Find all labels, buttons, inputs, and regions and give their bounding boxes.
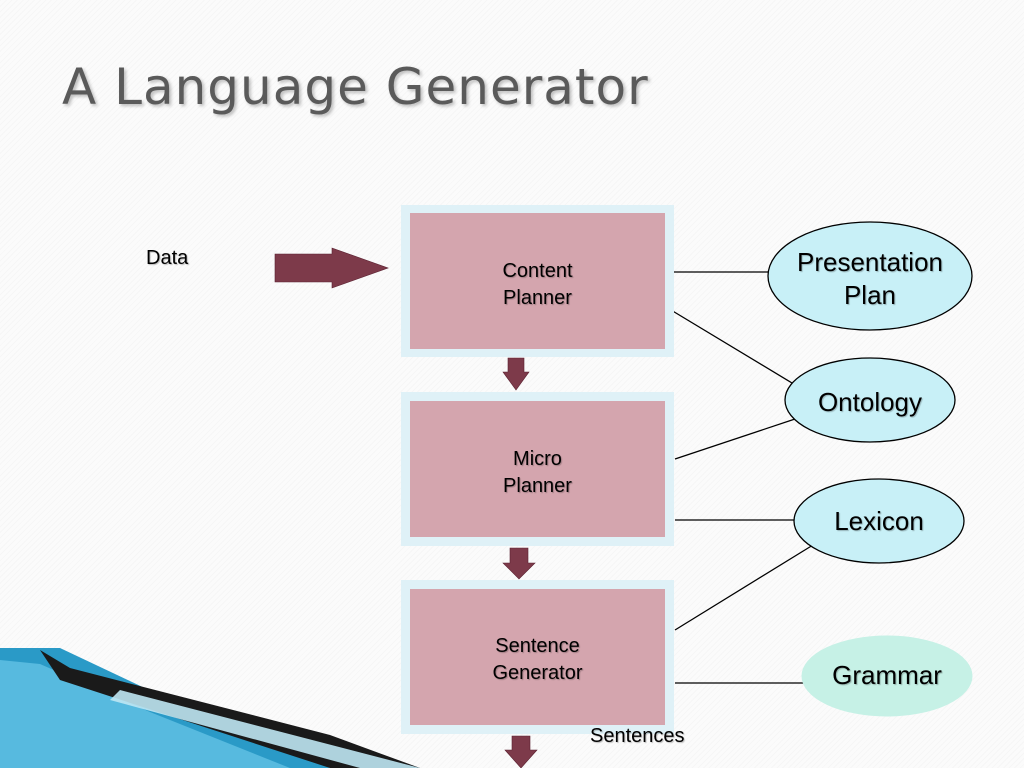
module-micro-planner (401, 392, 674, 546)
data-label: Data (146, 247, 189, 269)
sentence-generator-label: Sentence Generator (492, 635, 583, 684)
grammar-label: Grammar (832, 660, 942, 690)
content-planner-label: Content Planner (502, 260, 573, 309)
data-input-arrow (274, 247, 389, 289)
line-micro-ontology (674, 418, 796, 460)
sentences-label: Sentences (590, 725, 685, 747)
oval-ontology (784, 357, 956, 443)
oval-grammar (801, 635, 973, 717)
slide-title: A Language Generator (62, 58, 649, 116)
decorative-band (0, 648, 420, 768)
module-content-planner (401, 205, 674, 357)
down-arrow-output (504, 735, 538, 768)
presentation-plan-label: Presentation Plan (797, 247, 943, 310)
connector-lines (665, 271, 814, 684)
oval-presentation-plan (767, 221, 973, 331)
down-arrow-2 (502, 547, 536, 580)
lexicon-label: Lexicon (834, 506, 924, 536)
line-content-ontology (665, 306, 793, 384)
line-sentence-lexicon (674, 544, 814, 631)
module-sentence-generator (401, 580, 674, 734)
micro-planner-label: Micro Planner (503, 448, 572, 497)
down-arrow-1 (502, 357, 530, 391)
ontology-label: Ontology (817, 387, 923, 417)
oval-lexicon (793, 478, 965, 564)
